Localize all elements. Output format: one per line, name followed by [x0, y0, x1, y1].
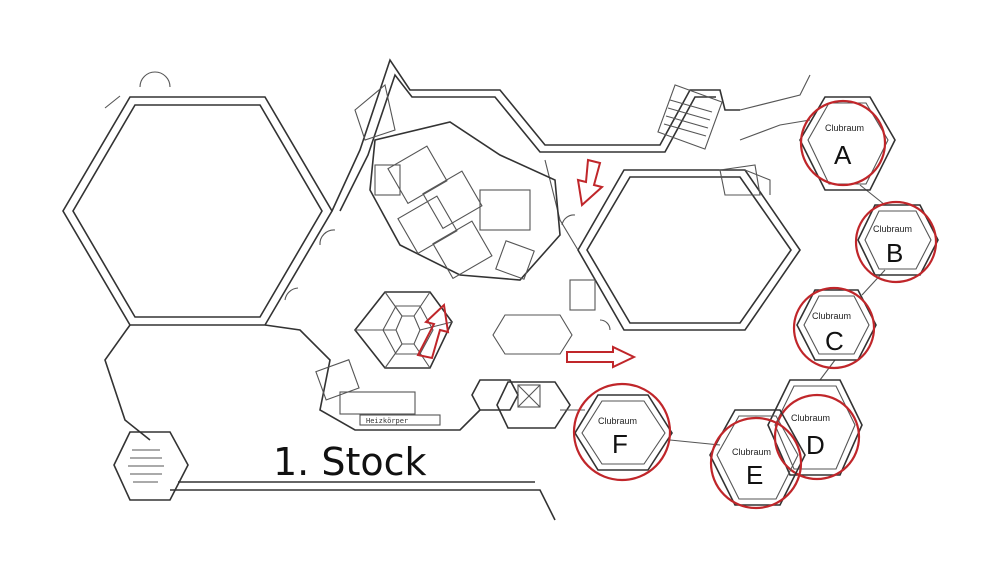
lift-area [471, 379, 571, 429]
clubraum-b-letter: B [886, 238, 903, 268]
arrow-right-icon [566, 345, 637, 369]
clubraum-a[interactable]: Clubraum A [799, 96, 896, 191]
clubraum-c-label: Clubraum [812, 311, 851, 321]
clubraum-e[interactable]: Clubraum E [709, 409, 806, 510]
arrow-up-icon [416, 302, 450, 360]
large-hall [62, 96, 333, 326]
club-connectors [560, 184, 886, 446]
clubraum-b-label: Clubraum [873, 224, 912, 234]
doors [104, 71, 611, 331]
clubraum-d-letter: D [806, 430, 825, 460]
clubraum-d-label: Clubraum [791, 413, 830, 423]
central-hall [577, 169, 801, 331]
octagonal-stair [353, 291, 453, 369]
room-cluster [369, 121, 561, 281]
clubraum-f[interactable]: Clubraum F [572, 382, 673, 482]
clubraum-c-letter: C [825, 326, 844, 356]
floor-title: 1. Stock [273, 440, 427, 484]
clubraum-b[interactable]: Clubraum B [854, 200, 939, 284]
direction-arrows [416, 158, 637, 369]
stairwell-bottom-left [113, 431, 189, 501]
clubraum-f-label: Clubraum [598, 416, 637, 426]
lower-left-rooms: Heizkörper [315, 279, 596, 426]
stairs-top [354, 83, 761, 196]
corridor-walls [104, 58, 811, 521]
clubraum-e-letter: E [746, 460, 763, 490]
heater-label: Heizkörper [366, 417, 408, 425]
lounge-table [492, 314, 573, 355]
clubraum-d[interactable]: Clubraum D [767, 379, 863, 481]
clubraum-c[interactable]: Clubraum C [792, 286, 877, 370]
clubraum-e-label: Clubraum [732, 447, 771, 457]
arrow-down-icon [576, 158, 605, 207]
clubraum-f-letter: F [612, 429, 628, 459]
clubraum-a-label: Clubraum [825, 123, 864, 133]
clubraum-a-letter: A [834, 140, 852, 170]
